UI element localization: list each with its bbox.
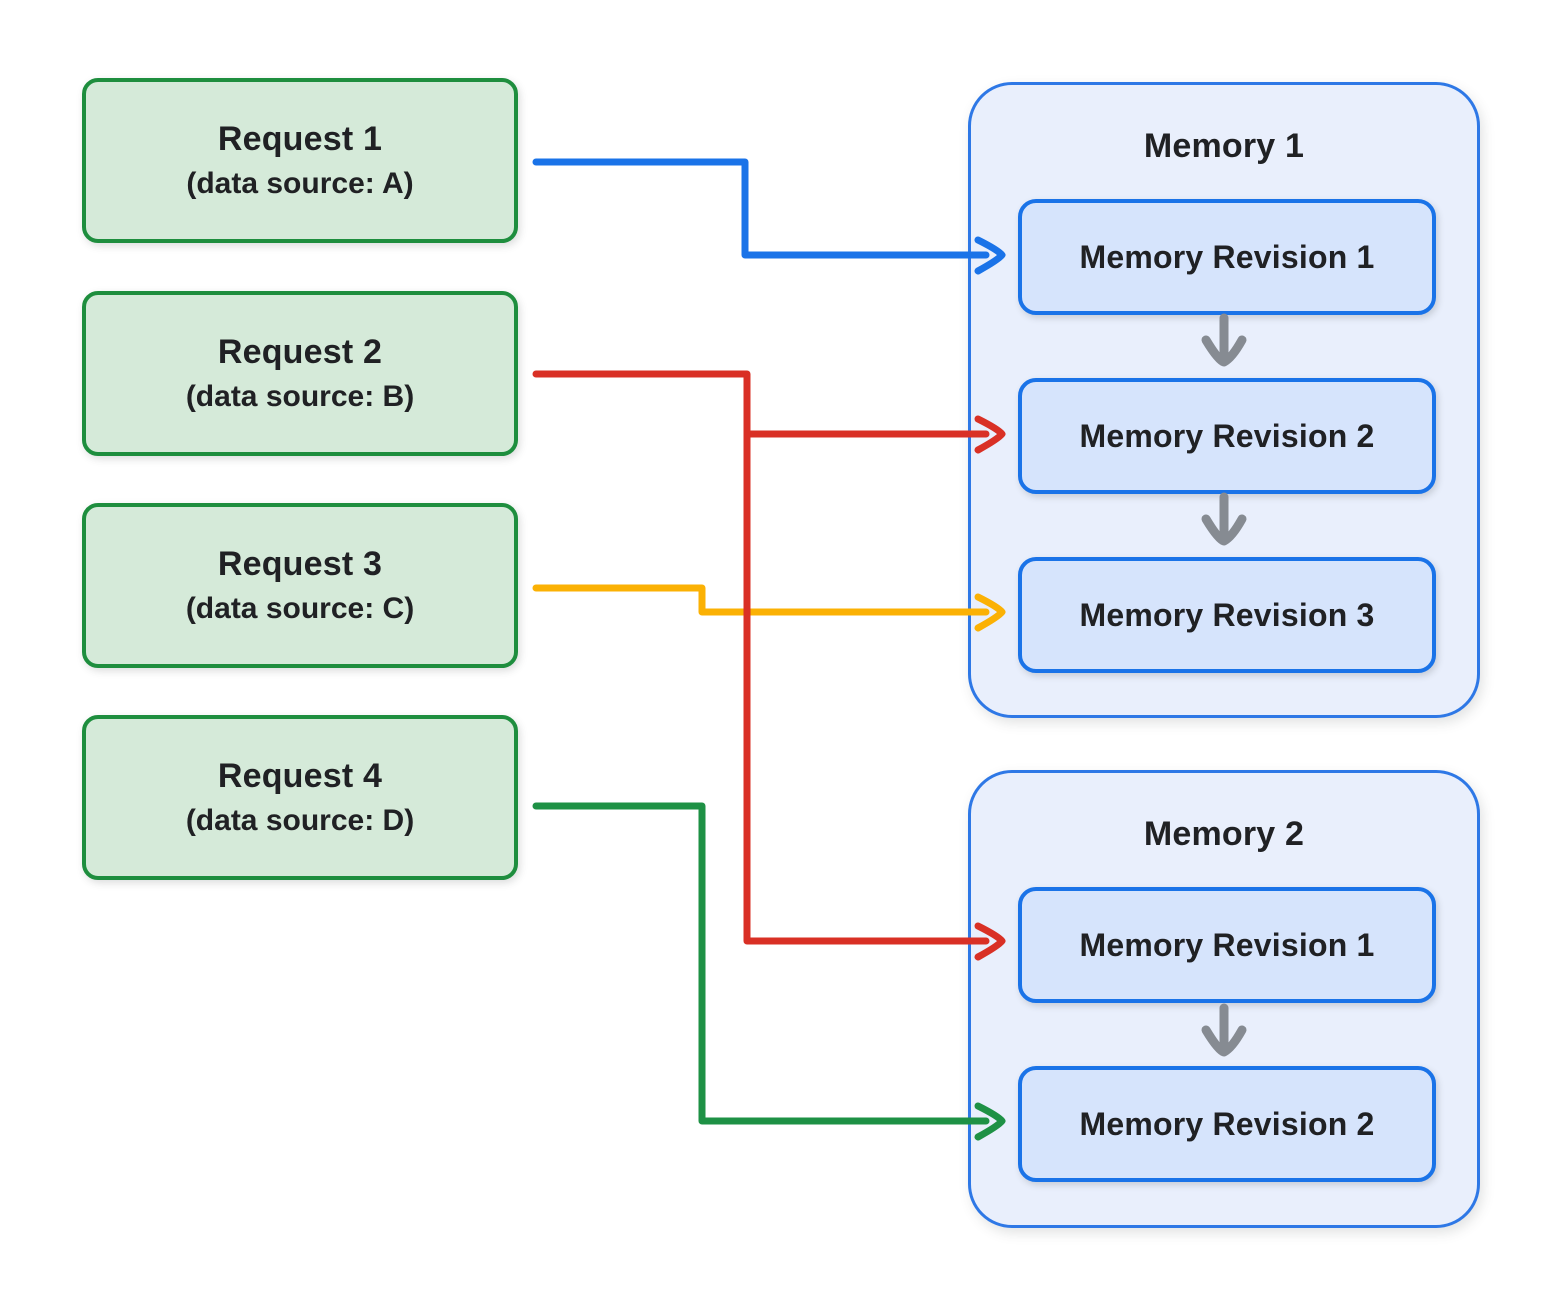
memory-1-revision-1-label: Memory Revision 1 bbox=[1079, 238, 1375, 275]
connector-request2-to-memory1-rev2 bbox=[743, 415, 1006, 454]
request-3-subtitle: (data source: C) bbox=[185, 591, 415, 625]
connector-request4-to-memory2-rev2 bbox=[532, 802, 1006, 1141]
request-1-subtitle: (data source: A) bbox=[186, 166, 414, 200]
request-4-title: Request 4 bbox=[217, 757, 383, 796]
request-2-box: Request 2 (data source: B) bbox=[82, 291, 518, 456]
memory-2-title: Memory 2 bbox=[1143, 815, 1305, 853]
memory-2-revision-2-box: Memory Revision 2 bbox=[1018, 1066, 1436, 1182]
memory-1-title: Memory 1 bbox=[1143, 127, 1305, 165]
memory-1-revision-2-box: Memory Revision 2 bbox=[1018, 378, 1436, 494]
memory-1-revision-3-box: Memory Revision 3 bbox=[1018, 557, 1436, 673]
connector-request1-to-memory1-rev1 bbox=[532, 158, 1006, 275]
memory-1-revision-3-label: Memory Revision 3 bbox=[1079, 596, 1375, 633]
memory-2-revision-2-label: Memory Revision 2 bbox=[1079, 1105, 1375, 1142]
request-4-subtitle: (data source: D) bbox=[185, 803, 415, 837]
memory-2-revision-1-box: Memory Revision 1 bbox=[1018, 887, 1436, 1003]
request-2-title: Request 2 bbox=[217, 333, 383, 372]
memory-1-container: Memory 1 Memory Revision 1 Memory Revisi… bbox=[968, 82, 1480, 718]
memory-1-revision-2-label: Memory Revision 2 bbox=[1079, 417, 1375, 454]
memory-1-revision-1-box: Memory Revision 1 bbox=[1018, 199, 1436, 315]
request-1-title: Request 1 bbox=[217, 120, 383, 159]
request-4-box: Request 4 (data source: D) bbox=[82, 715, 518, 880]
memory-2-container: Memory 2 Memory Revision 1 Memory Revisi… bbox=[968, 770, 1480, 1228]
request-2-subtitle: (data source: B) bbox=[185, 379, 415, 413]
request-1-box: Request 1 (data source: A) bbox=[82, 78, 518, 243]
connector-request2-to-memory2-rev1 bbox=[532, 370, 1006, 961]
request-3-title: Request 3 bbox=[217, 545, 383, 584]
memory-2-revision-1-label: Memory Revision 1 bbox=[1079, 926, 1375, 963]
request-3-box: Request 3 (data source: C) bbox=[82, 503, 518, 668]
connector-request3-to-memory1-rev3 bbox=[532, 584, 1006, 632]
